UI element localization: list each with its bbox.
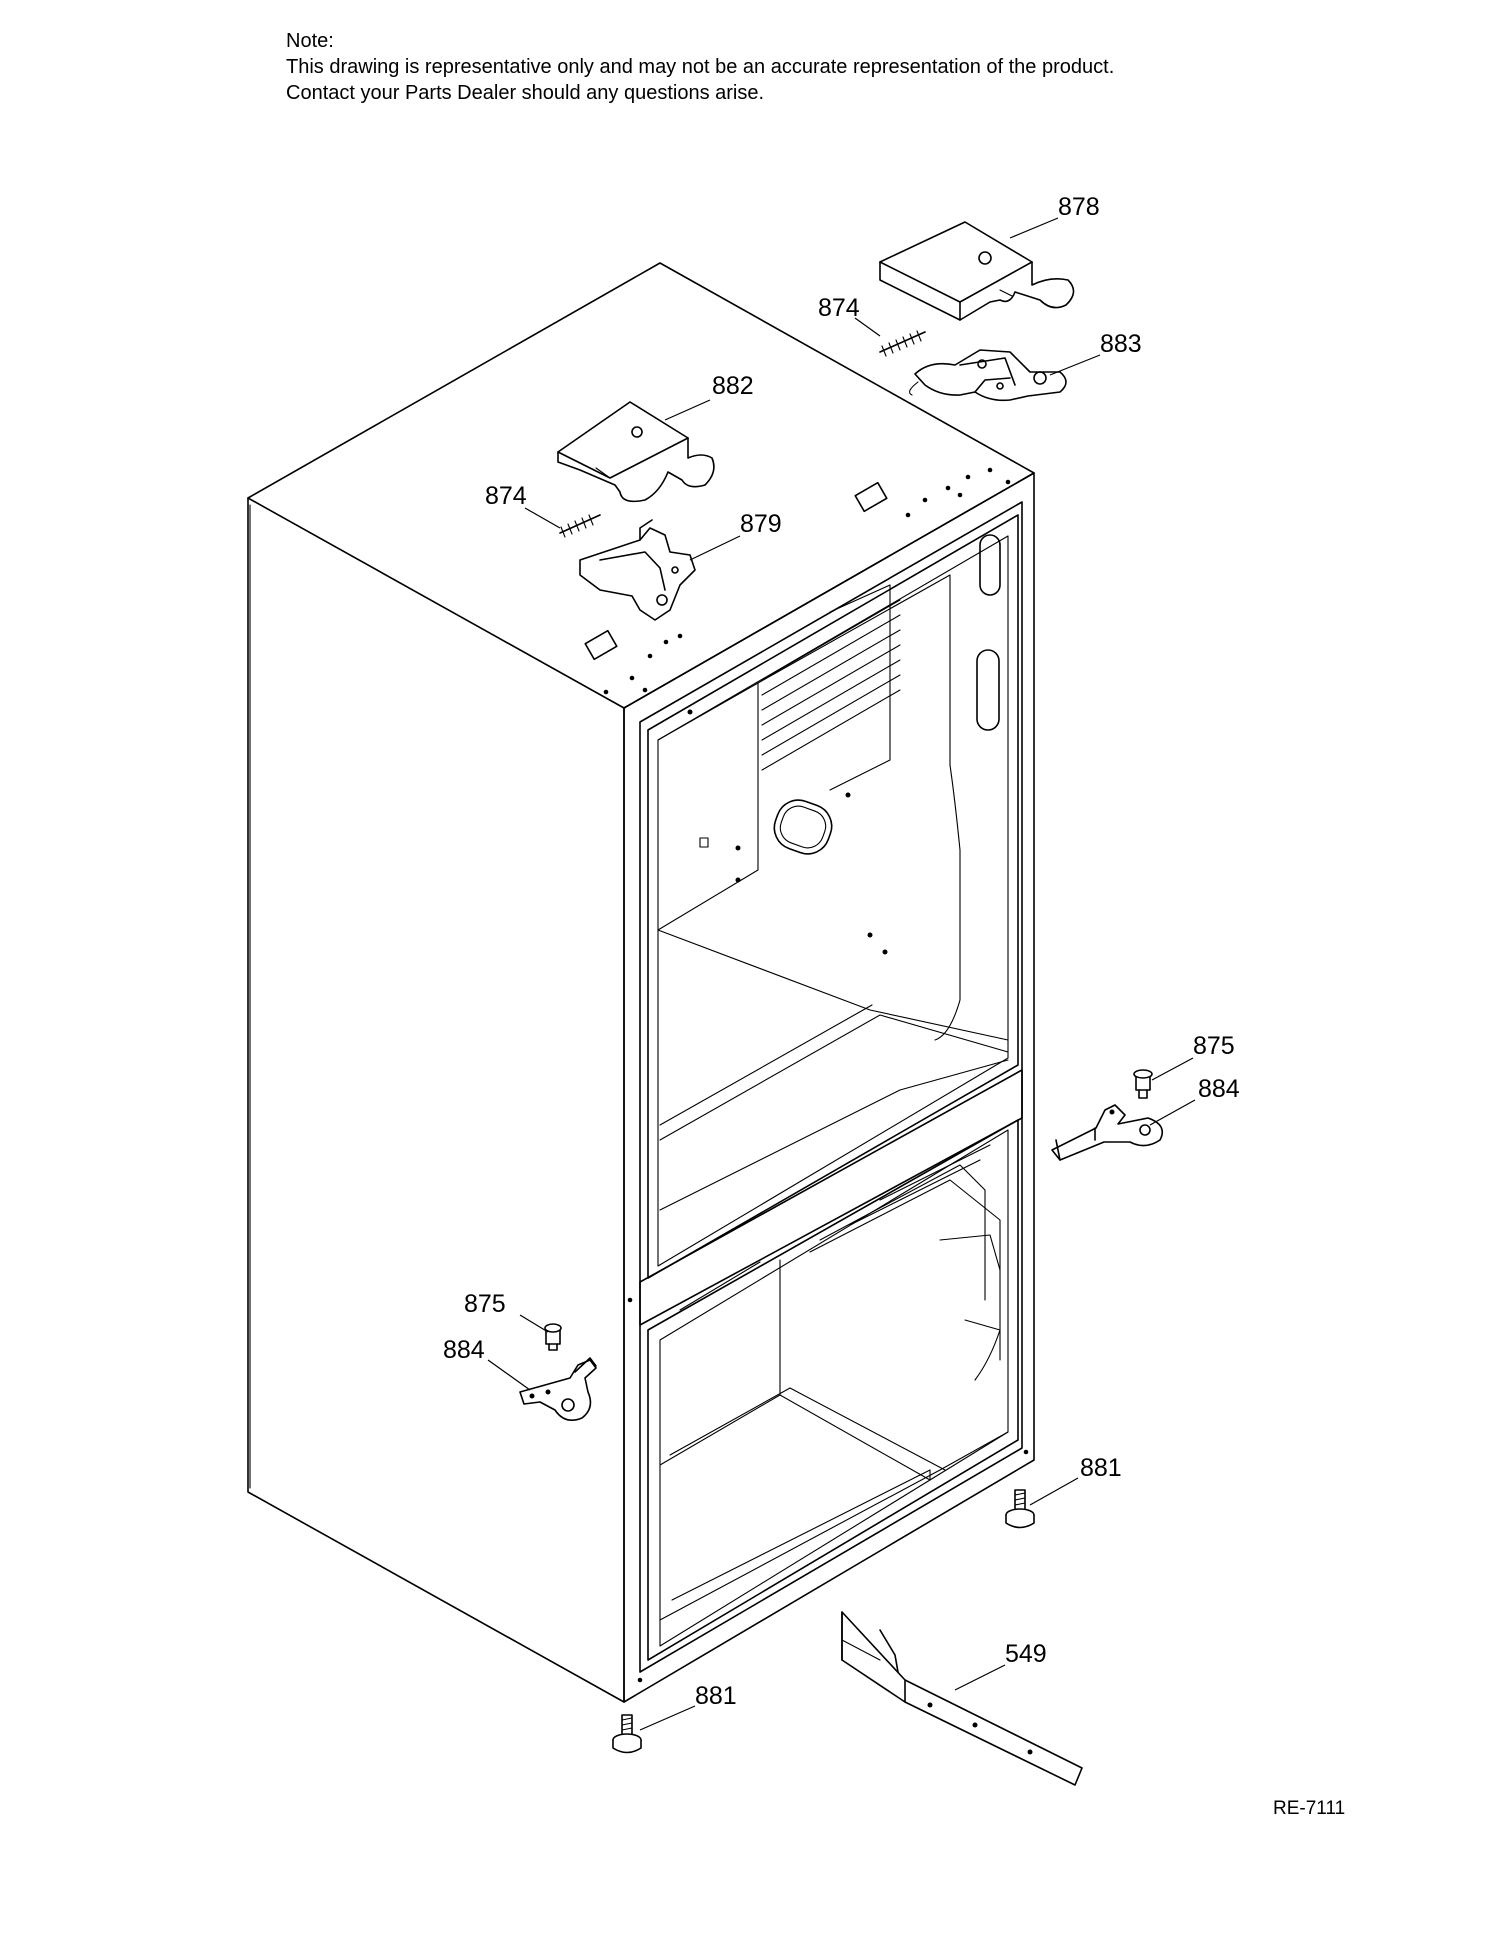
- note-heading: Note:: [286, 30, 334, 52]
- leveling-leg-881-left: [612, 1714, 642, 1754]
- callout-878: 878: [1058, 193, 1100, 221]
- callout-884-left: 884: [443, 1336, 485, 1364]
- callout-881-left: 881: [695, 1682, 737, 1710]
- callout-875-right: 875: [1193, 1032, 1235, 1060]
- leveling-leg-881-right: [1005, 1489, 1035, 1529]
- hinge-center-884-left: [519, 1357, 597, 1421]
- hinge-top-883: [909, 349, 1067, 402]
- note-block: Note: This drawing is representative onl…: [286, 28, 1114, 106]
- callout-879: 879: [740, 510, 782, 538]
- hinge-pin-875-left: [544, 1323, 562, 1351]
- callout-874-left: 874: [485, 482, 527, 510]
- hinge-center-884-right: [1051, 1104, 1164, 1161]
- callout-874-right: 874: [818, 294, 860, 322]
- drawing-reference-code: RE-7111: [1273, 1798, 1346, 1819]
- hinge-top-879: [579, 519, 696, 621]
- refrigerator-cabinet: [247, 262, 1035, 1703]
- callout-881-right: 881: [1080, 1454, 1122, 1482]
- hinge-cover-878: [879, 221, 1075, 321]
- bracket-549: [841, 1611, 1083, 1786]
- callout-labels: 878 874 883 882 874 879 875 884 875 884 …: [443, 193, 1240, 1710]
- callout-883: 883: [1100, 330, 1142, 358]
- callout-882: 882: [712, 372, 754, 400]
- note-line-2: Contact your Parts Dealer should any que…: [286, 82, 765, 104]
- callout-875-left: 875: [464, 1290, 506, 1318]
- hinge-pin-875-right: [1133, 1069, 1153, 1099]
- callout-884-right: 884: [1198, 1075, 1240, 1103]
- spring-874-left: [559, 514, 601, 538]
- callout-leaders: [487, 217, 1196, 1731]
- spring-874-right: [879, 330, 926, 357]
- callout-549: 549: [1005, 1640, 1047, 1668]
- hinge-cover-882: [557, 401, 715, 503]
- note-line-1: This drawing is representative only and …: [286, 56, 1115, 78]
